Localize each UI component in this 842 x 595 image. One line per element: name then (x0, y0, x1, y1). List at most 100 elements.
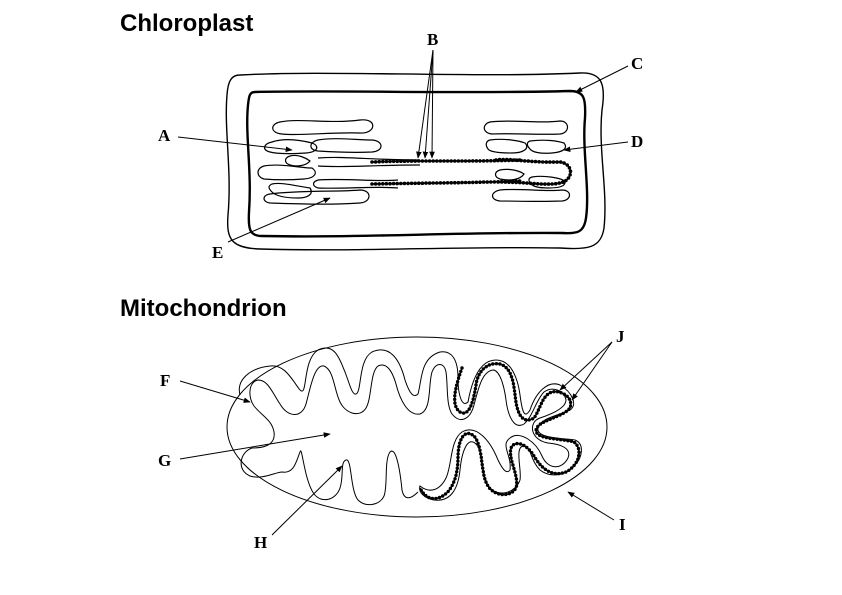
membrane-bead (454, 387, 458, 391)
membrane-bead (514, 473, 518, 478)
membrane-bead (456, 376, 461, 380)
membrane-bead (509, 445, 513, 450)
membrane-bead (453, 401, 457, 405)
membrane-bead (456, 459, 460, 463)
membrane-bead (577, 450, 581, 454)
membrane-bead (540, 465, 545, 469)
membrane-bead (557, 471, 561, 476)
membrane-bead (541, 435, 545, 439)
membrane-bead (395, 159, 400, 164)
membrane-bead (518, 413, 522, 417)
membrane-bead (557, 181, 562, 185)
membrane-bead (487, 486, 492, 490)
membrane-bead (553, 181, 558, 186)
membrane-bead (514, 403, 519, 407)
membrane-bead (515, 480, 519, 485)
membrane-bead (459, 369, 463, 374)
membrane-bead (471, 159, 475, 163)
membrane-bead (514, 180, 518, 185)
membrane-bead (559, 438, 563, 442)
membrane-bead (388, 159, 392, 164)
membrane-bead (521, 181, 526, 185)
membrane-bead (427, 159, 432, 163)
membrane-bead (467, 407, 471, 411)
membrane-bead (481, 159, 486, 163)
membrane-bead (532, 181, 536, 186)
membrane-bead (500, 180, 504, 184)
membrane-bead (538, 405, 542, 409)
membrane-bead (519, 158, 523, 163)
membrane-bead (455, 407, 460, 412)
membrane-bead (438, 159, 443, 163)
membrane-bead (427, 495, 431, 500)
membrane-bead (530, 451, 534, 455)
membrane-bead (544, 160, 549, 164)
membrane-bead (477, 445, 481, 449)
membrane-bead (541, 398, 545, 402)
membrane-bead (511, 463, 515, 467)
mitochondrion-inner-membrane (238, 347, 582, 506)
membrane-bead (427, 181, 432, 185)
membrane-bead (481, 470, 485, 474)
membrane-bead (536, 408, 541, 412)
membrane-bead (461, 411, 466, 415)
membrane-bead (577, 454, 581, 458)
membrane-bead (453, 159, 457, 163)
membrane-bead (420, 159, 425, 163)
membrane-bead (575, 443, 579, 447)
membrane-bead (555, 390, 560, 394)
chloroplast-pointers (177, 49, 629, 243)
membrane-bead (535, 182, 540, 186)
membrane-bead (474, 383, 478, 387)
membrane-bead (413, 159, 418, 163)
pointer-i (567, 491, 615, 521)
membrane-bead (489, 180, 493, 184)
membrane-bead (501, 157, 506, 162)
membrane-bead (541, 420, 546, 424)
membrane-bead (527, 448, 532, 452)
label-g: G (158, 451, 171, 470)
membrane-bead (438, 181, 443, 185)
membrane-bead (510, 459, 514, 464)
membrane-bead (399, 159, 403, 163)
membrane-bead (507, 491, 511, 496)
membrane-bead (514, 484, 519, 488)
membrane-bead (381, 182, 385, 186)
membrane-bead (551, 437, 556, 441)
membrane-bead (534, 428, 538, 432)
membrane-bead (443, 492, 448, 496)
membrane-bead (489, 159, 493, 163)
membrane-bead (456, 159, 461, 163)
membrane-bead (484, 480, 488, 484)
membrane-bead (460, 159, 464, 163)
membrane-bead (560, 471, 564, 475)
membrane-bead (473, 390, 477, 394)
membrane-bead (508, 449, 513, 453)
membrane-bead (469, 404, 473, 408)
membrane-bead (513, 487, 517, 492)
label-b: B (427, 30, 438, 49)
membrane-bead (381, 159, 385, 164)
membrane-bead (533, 159, 538, 164)
membrane-bead (522, 159, 527, 163)
membrane-bead (562, 438, 566, 442)
membrane-bead (460, 180, 464, 185)
membrane-bead (485, 180, 490, 184)
membrane-bead (442, 159, 446, 163)
membrane-bead (417, 181, 421, 185)
chloroplast-diagram (225, 72, 606, 251)
membrane-bead (420, 181, 425, 185)
membrane-bead (455, 470, 459, 474)
membrane-bead (553, 471, 557, 476)
membrane-bead (536, 424, 540, 429)
membrane-bead (437, 495, 442, 500)
membrane-bead (548, 436, 552, 440)
membrane-bead (484, 365, 488, 369)
membrane-bead (442, 181, 446, 185)
membrane-bead (487, 363, 491, 367)
membrane-bead (515, 406, 520, 411)
membrane-bead (493, 490, 497, 495)
membrane-bead (564, 178, 568, 183)
membrane-bead (568, 404, 573, 408)
membrane-bead (530, 159, 534, 164)
